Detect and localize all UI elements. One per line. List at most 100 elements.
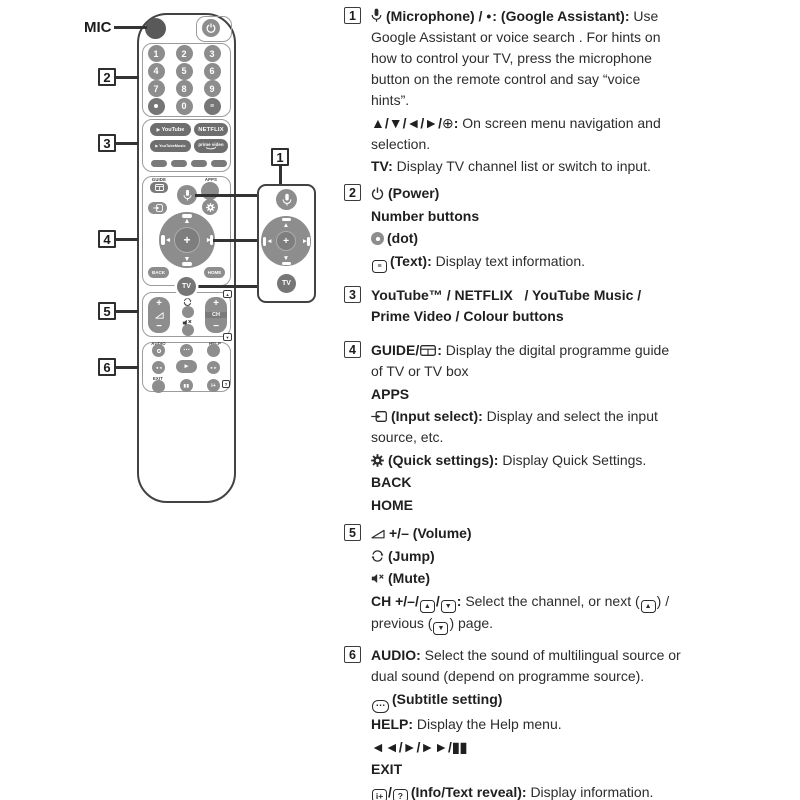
input-select-term: (Input select):: [391, 408, 487, 424]
digit-button-4: 4: [147, 62, 165, 80]
legend-item-6: 6 AUDIO: Select the sound of multilingua…: [344, 645, 797, 800]
page-down-icon: ▼: [433, 621, 449, 635]
item1-text-line2: Google Assistant or voice search . For h…: [371, 29, 661, 45]
google-assistant-term: (Google Assistant):: [500, 8, 634, 24]
youtube-music-play-icon: ▶: [155, 144, 159, 148]
netflix-label: NETFLIX: [198, 126, 224, 133]
detail-dpad-ok-button: +: [276, 231, 296, 251]
mic-button: [177, 185, 197, 205]
callout-5-num: 5: [103, 303, 111, 319]
dpad-tick-bottom: [182, 262, 192, 266]
item4-back-paragraph: BACK: [371, 472, 797, 493]
volume-rocker: + −: [148, 297, 170, 333]
youtube-label: YouTube: [161, 126, 185, 133]
legend-item-4: 4 GUIDE/: Display the digital programme …: [344, 340, 797, 517]
dpad-up-icon: ▲: [183, 218, 191, 225]
item6-info-text: Display information.: [530, 783, 654, 800]
callout-4-num: 4: [103, 231, 111, 247]
callout-2: 2: [98, 68, 116, 86]
dpad-arrows-term: ▲/▼/◄/►/: [371, 114, 442, 131]
callout-2-num: 2: [103, 69, 111, 85]
home-label: HOME: [207, 270, 222, 275]
channel-minus: −: [213, 321, 219, 332]
guide-term: GUIDE/: [371, 342, 420, 358]
pause-button: ▮▮: [180, 379, 193, 392]
digit-button-0: 0: [175, 97, 193, 115]
item5-channel-paragraph: CH +/–/▲/▼: Select the channel, or next …: [371, 591, 797, 635]
text-button: ≡: [203, 97, 221, 115]
nav-colon: :: [453, 114, 463, 131]
item5-jump-paragraph: (Jump): [371, 546, 797, 567]
callout-6-line: [115, 365, 139, 369]
forward-icon: ►►: [210, 365, 217, 370]
item6-help-text: Display the Help menu.: [416, 716, 562, 732]
page-down-glyph: ▼: [437, 624, 445, 632]
home-button: HOME: [204, 267, 225, 278]
digit-button-9: 9: [203, 80, 221, 97]
apps-term-line2: Prime Video / Colour buttons: [371, 308, 564, 324]
digit-8: 8: [181, 83, 187, 94]
item2-dot-paragraph: (dot): [371, 228, 797, 249]
dot-icon: [154, 104, 158, 108]
page-down-glyph: ▼: [444, 602, 452, 610]
subtitle-dots-icon: …: [183, 345, 190, 352]
volume-plus: +: [156, 298, 162, 309]
item4-apps-paragraph: APPS: [371, 384, 797, 405]
prime-smile-icon: [205, 147, 217, 150]
play-icon: ►: [183, 363, 190, 370]
subtitle-dots-glyph: …: [375, 697, 386, 709]
help-term: HELP:: [371, 716, 417, 732]
digit-button-3: 3: [203, 45, 221, 62]
item1-text-line5: hints”.: [371, 92, 410, 108]
dpad-left-icon: ◄: [164, 236, 172, 244]
audio-term: AUDIO:: [371, 647, 425, 663]
item1-nav-text1: On screen menu navigation and: [462, 114, 661, 131]
channel-term: CH +/–/: [371, 592, 419, 609]
detail-dpad-up-icon: ▲: [282, 221, 290, 229]
item1-text-line4: button on the remote control and say “vo…: [371, 71, 641, 87]
apps-label: APPS: [204, 177, 218, 182]
volume-ramp-icon: [371, 529, 385, 539]
volume-term: +/– (Volume): [389, 525, 472, 541]
item6-subtitle-paragraph: … (Subtitle setting): [371, 689, 797, 713]
item3-apps-paragraph: YouTube™ / NETFLIX / YouTube Music / Pri…: [371, 285, 797, 327]
text-icon: ≡: [209, 102, 215, 110]
guide-colon: :: [437, 342, 446, 358]
page-down-icon: ▼: [440, 599, 456, 613]
item4-input-paragraph: (Input select): Display and select the i…: [371, 406, 797, 448]
channel-plus: +: [213, 298, 219, 309]
guide-grid-icon: [420, 345, 437, 356]
rewind-button: ◄◄: [152, 361, 165, 374]
legend-ref-4: 4: [344, 341, 361, 358]
detail-tv-label: TV: [282, 280, 291, 287]
play-button: ►: [176, 360, 197, 373]
subtitle-term: (Subtitle setting): [392, 690, 503, 707]
item1-navigation-paragraph: ▲/▼/◄/►/⊕: On screen menu navigation and…: [371, 113, 797, 155]
colour-button-green: [171, 160, 187, 167]
mic-label: MIC: [84, 19, 112, 36]
item5-volume-paragraph: +/– (Volume): [371, 523, 797, 544]
exit-button: [152, 380, 165, 393]
digit-button-6: 6: [203, 62, 221, 80]
select-icon: ⊕: [441, 114, 454, 131]
item6-info-paragraph: i+/?(Info/Text reveal): Display informat…: [371, 782, 797, 800]
power-section: [196, 16, 232, 42]
legend-ref-1: 1: [344, 7, 361, 24]
youtube-button: ▶ YouTube: [150, 123, 191, 136]
legend-item-2: 2 (Power) Number buttons (dot) ≡(Text): …: [344, 183, 797, 274]
item2-number-paragraph: Number buttons: [371, 206, 797, 227]
item1-nav-text2: selection.: [371, 135, 431, 152]
power-button: [202, 19, 220, 37]
item4-input-text2: source, etc.: [371, 429, 444, 445]
legend-item-3: 3 YouTube™ / NETFLIX / YouTube Music / P…: [344, 285, 797, 329]
question-icon: ?: [392, 789, 408, 800]
dpad-tick-left: [161, 235, 165, 245]
callout-5: 5: [98, 302, 116, 320]
detail-dpad-left-icon: ◄: [266, 237, 273, 245]
item6-help-paragraph: HELP: Display the Help menu.: [371, 714, 797, 735]
callout-2-line: [115, 75, 139, 79]
item5-ch-text3: previous (: [371, 614, 433, 631]
channel-rocker: + CH −: [205, 297, 227, 333]
item4-home-paragraph: HOME: [371, 495, 797, 516]
